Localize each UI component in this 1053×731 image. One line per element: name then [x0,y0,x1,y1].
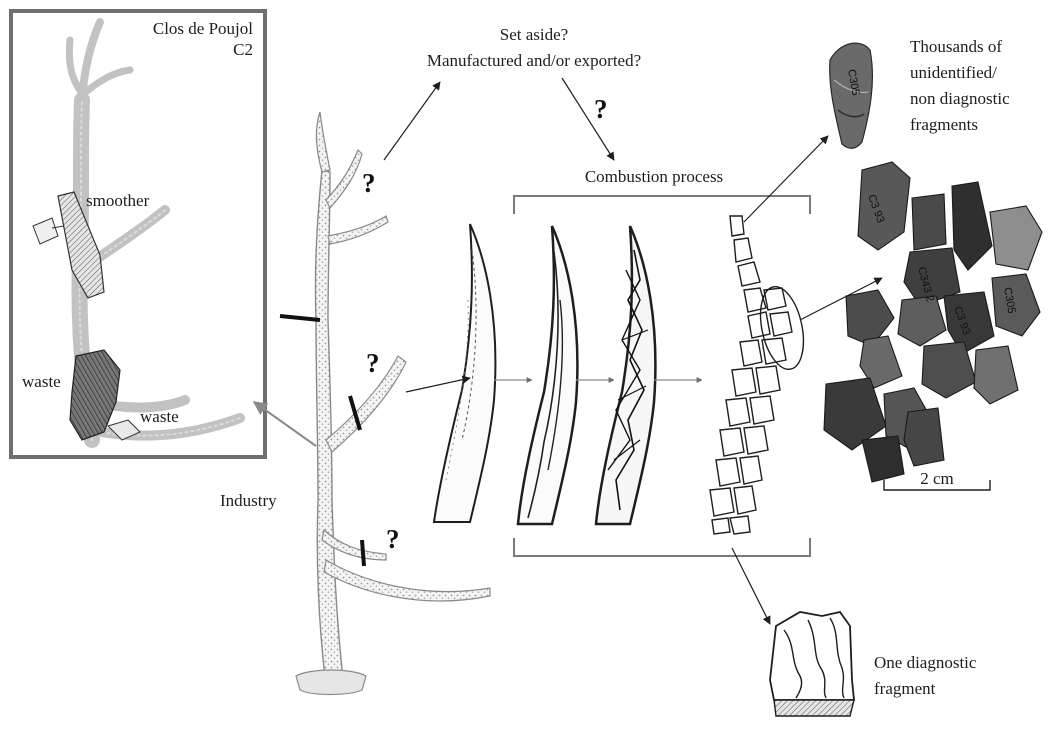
waste-label-left: waste [22,372,61,391]
combustion-label: Combustion process [585,167,723,186]
question-mark-upper: ? [362,168,376,198]
cut-mark-upper [280,316,320,320]
tine-stage-2 [518,226,577,524]
diagnostic-fragment-drawing [770,612,854,716]
central-brow-tine [324,560,490,601]
svg-text:fragment: fragment [874,679,936,698]
central-crown-tine-1 [316,112,330,172]
one-diagnostic-label: One diagnostic fragment [874,653,977,698]
manufactured-label: Manufactured and/or exported? [427,51,641,70]
arrow-to-set-aside [384,82,440,160]
central-burr [296,670,366,695]
thousands-label: Thousands of unidentified/ non diagnosti… [910,37,1010,134]
inset-title-line1: Clos de Poujol [153,19,253,38]
inset-panel: Clos de Poujol C2 smoother waste waste [11,11,265,457]
question-mark-middle: ? [366,348,380,378]
svg-text:Thousands of: Thousands of [910,37,1002,56]
waste-label-right: waste [140,407,179,426]
inset-title-line2: C2 [233,40,253,59]
tip-fragment-photo: C305 [830,43,873,148]
smoother-label: smoother [86,191,150,210]
combustion-bracket-top [514,196,810,214]
svg-text:unidentified/: unidentified/ [910,63,997,82]
svg-text:One diagnostic: One diagnostic [874,653,977,672]
svg-text:non diagnostic: non diagnostic [910,89,1010,108]
set-aside-label: Set aside? [500,25,568,44]
industry-label: Industry [220,491,277,510]
arrow-to-diagnostic-fragment [732,548,770,624]
central-crown-tine-2 [326,150,362,208]
tine-stage-4-fragmented [710,216,792,534]
cut-mark-lower [362,540,364,566]
svg-text:fragments: fragments [910,115,978,134]
question-mark-lower: ? [386,524,400,554]
scale-label: 2 cm [920,469,954,488]
tine-stage-3 [596,226,655,524]
arrow-to-stage-1 [406,378,470,392]
central-crown-tine-3 [328,216,388,244]
tine-stage-1 [434,224,495,522]
combustion-bracket-bottom [514,538,810,556]
arrow-to-tip-fragment [744,136,828,222]
fragments-photo: C3 93 C343 2 C305 C3 93 [824,162,1042,482]
question-mark-top: ? [594,94,608,124]
